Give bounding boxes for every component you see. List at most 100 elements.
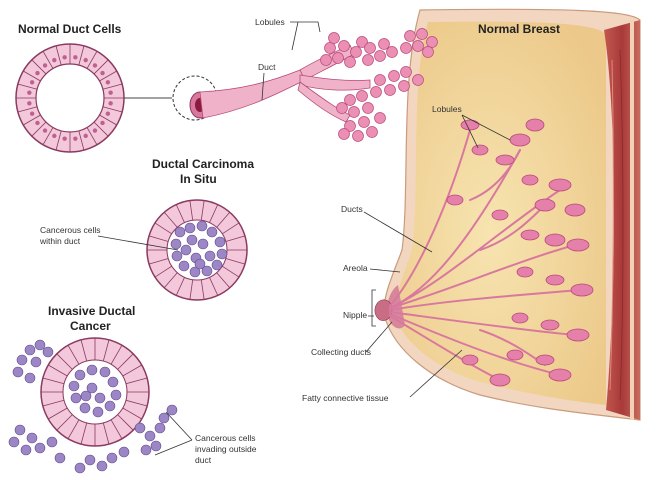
cancer-cell [9, 437, 19, 447]
cancer-cell [108, 377, 118, 387]
cancer-cell [81, 391, 91, 401]
label-lobules-top-text: Lobules [255, 17, 285, 27]
cancer-cell [13, 367, 23, 377]
lobule-acinus [417, 29, 428, 40]
lobule-acinus [385, 85, 396, 96]
lobule-acinus [363, 103, 374, 114]
label-duct-text: Duct [258, 62, 276, 72]
lobule-acinus [321, 55, 332, 66]
cell-nucleus [108, 101, 112, 105]
cancer-cell [187, 235, 197, 245]
cancer-cell [27, 433, 37, 443]
lobule-acinus [359, 117, 370, 128]
label-ducts-text: Ducts [341, 204, 363, 214]
cell-nucleus [35, 121, 39, 125]
cell-nucleus [62, 136, 66, 140]
lobule-acinus [423, 47, 434, 58]
lobule-acinus [325, 43, 336, 54]
lobule-acinus [339, 129, 350, 140]
cell-nucleus [62, 55, 66, 59]
cell-nucleus [100, 71, 104, 75]
idc-cross-section [9, 338, 177, 473]
cancer-cell [80, 403, 90, 413]
label-nipple-text: Nipple [343, 310, 367, 320]
label-areola-text: Areola [343, 263, 368, 273]
lobule-acinus [367, 127, 378, 138]
lobule-acinus [413, 41, 424, 52]
cancer-cell [31, 357, 41, 367]
cell-nucleus [100, 121, 104, 125]
cancer-cell [172, 251, 182, 261]
normal-duct-cross-section [16, 44, 124, 152]
cancer-cell [15, 425, 25, 435]
cancer-cell [197, 221, 207, 231]
lobule-acinus [389, 71, 400, 82]
cancer-cell [171, 239, 181, 249]
cancer-cell [155, 423, 165, 433]
cell-nucleus [27, 101, 31, 105]
cancer-cell [105, 401, 115, 411]
label-cancerous-within-line2: within duct [39, 236, 81, 246]
lobule-acinus [399, 81, 410, 92]
cancer-cell [95, 393, 105, 403]
cancer-cell [43, 347, 53, 357]
cancer-cell [85, 455, 95, 465]
cell-nucleus [83, 58, 87, 62]
title-normal-duct-cells: Normal Duct Cells [18, 22, 122, 36]
label-cancerous-within-line1: Cancerous cells [40, 225, 100, 235]
title-normal-breast: Normal Breast [478, 22, 560, 36]
lobule-acinus [357, 91, 368, 102]
cell-nucleus [108, 90, 112, 94]
cancer-cell [35, 340, 45, 350]
cell-nucleus [35, 71, 39, 75]
cancer-cell [17, 355, 27, 365]
cell-nucleus [73, 136, 77, 140]
cell-nucleus [93, 63, 97, 67]
cell-nucleus [43, 63, 47, 67]
cancer-cell [212, 260, 222, 270]
lobule-acinus [351, 47, 362, 58]
lobule-acinus [375, 75, 386, 86]
cell-nucleus [30, 111, 34, 115]
lobule-acinus [345, 95, 356, 106]
cancer-cell [175, 227, 185, 237]
cancer-cell [217, 249, 227, 259]
cancer-cell [198, 239, 208, 249]
cancer-cell [93, 407, 103, 417]
cell-nucleus [73, 55, 77, 59]
label-areola: Areola [343, 263, 400, 273]
lobule-acinus [337, 103, 348, 114]
cancer-cell [195, 259, 205, 269]
lobule-acinus [379, 39, 390, 50]
cell-nucleus [43, 128, 47, 132]
label-cancerous-invading-line1: Cancerous cells [195, 433, 255, 443]
label-cancerous-invading-line3: duct [195, 455, 212, 465]
cancer-cell [75, 370, 85, 380]
cell-nucleus [30, 80, 34, 84]
lobule-acinus [401, 43, 412, 54]
lobule-acinus [333, 53, 344, 64]
cancer-cell [181, 245, 191, 255]
title-dcis-line1: Ductal Carcinoma [152, 157, 254, 171]
lobule-acinus [365, 43, 376, 54]
cancer-cell [100, 367, 110, 377]
cell-nucleus [52, 134, 56, 138]
dcis-cross-section [147, 200, 247, 300]
lobule-acinus [353, 131, 364, 142]
cancer-cell [135, 423, 145, 433]
cancer-cell [167, 405, 177, 415]
cancer-cell [145, 431, 155, 441]
cancer-cell [35, 443, 45, 453]
cancer-cell [207, 227, 217, 237]
cancer-cell [97, 461, 107, 471]
label-collecting-ducts: Collecting ducts [311, 322, 392, 357]
cancer-cell [141, 445, 151, 455]
cancer-cell [205, 251, 215, 261]
cancer-cell [119, 447, 129, 457]
lobule-acinus [363, 55, 374, 66]
cell-nucleus [52, 58, 56, 62]
cancer-cell [55, 453, 65, 463]
lobule-acinus [339, 41, 350, 52]
cancer-cell [185, 223, 195, 233]
